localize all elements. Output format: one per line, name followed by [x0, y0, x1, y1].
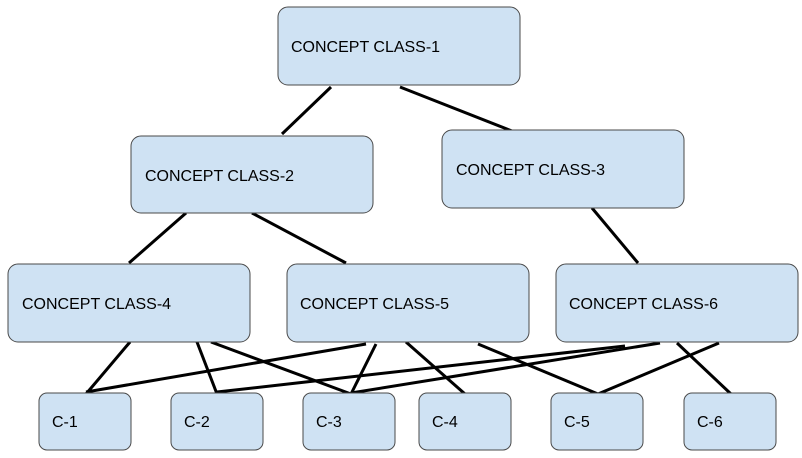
- edge-cc2-cc4: [128, 211, 187, 265]
- edge-cc6-c2: [216, 344, 626, 394]
- node-c-6: C-6: [683, 392, 777, 451]
- node-c-2: C-2: [170, 392, 264, 451]
- edge-cc6-c6: [675, 341, 733, 396]
- edge-cc4-c2: [195, 341, 219, 395]
- edge-cc5-c5: [477, 342, 599, 396]
- node-label: CONCEPT CLASS-4: [22, 296, 171, 313]
- node-concept-class-3: CONCEPT CLASS-3: [441, 129, 685, 209]
- node-label: C-3: [316, 414, 342, 431]
- edge-cc2-cc5: [251, 211, 347, 265]
- node-label: C-2: [184, 414, 210, 431]
- node-concept-class-5: CONCEPT CLASS-5: [286, 263, 530, 343]
- edge-cc5-c1: [85, 342, 367, 394]
- node-concept-class-4: CONCEPT CLASS-4: [7, 263, 251, 343]
- node-label: C-6: [697, 414, 723, 431]
- edge-cc5-c3: [349, 343, 378, 395]
- edge-cc4-c1: [84, 341, 132, 395]
- edges: [84, 85, 733, 396]
- node-concept-class-6: CONCEPT CLASS-6: [555, 263, 799, 343]
- node-c-4: C-4: [418, 392, 512, 451]
- node-label: CONCEPT CLASS-1: [291, 39, 440, 56]
- node-label: CONCEPT CLASS-2: [145, 168, 294, 185]
- edge-cc1-cc2: [280, 85, 333, 136]
- edge-cc1-cc3: [399, 85, 513, 133]
- node-label: CONCEPT CLASS-5: [300, 296, 449, 313]
- edge-cc6-c5: [597, 341, 720, 396]
- node-label: C-4: [432, 414, 458, 431]
- edge-cc3-cc6: [590, 207, 640, 264]
- edge-cc4-c3: [210, 340, 352, 396]
- node-concept-class-1: CONCEPT CLASS-1: [277, 6, 521, 86]
- node-c-3: C-3: [302, 392, 396, 451]
- edge-cc6-c3: [350, 341, 661, 395]
- node-label: C-1: [52, 414, 78, 431]
- node-c-1: C-1: [38, 392, 132, 451]
- node-c-5: C-5: [550, 392, 644, 451]
- node-concept-class-2: CONCEPT CLASS-2: [130, 135, 374, 214]
- node-label: C-5: [564, 414, 590, 431]
- node-label: CONCEPT CLASS-3: [456, 162, 605, 179]
- node-label: CONCEPT CLASS-6: [569, 296, 718, 313]
